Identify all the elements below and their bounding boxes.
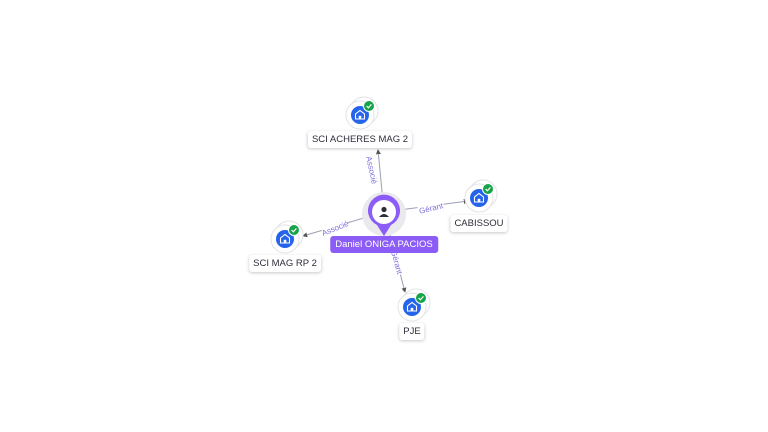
verified-check-icon	[363, 100, 375, 112]
edge-label-bg	[321, 218, 349, 237]
edge-label-bg	[417, 200, 445, 216]
person-icon	[379, 206, 389, 217]
building-icon	[354, 109, 366, 120]
company-node-acheres[interactable]	[345, 96, 379, 130]
company-node-pje[interactable]	[397, 288, 431, 322]
building-icon	[406, 301, 418, 312]
building-icon	[279, 233, 291, 244]
verified-check-icon	[482, 183, 494, 195]
edge-label-cabissou: Gérant	[418, 201, 445, 216]
edge-label-pje: Gérant	[389, 249, 404, 276]
edge-label-acheres: Associé	[364, 155, 379, 185]
company-label-acheres[interactable]: SCI ACHERES MAG 2	[307, 131, 413, 148]
verified-check-icon	[288, 224, 300, 236]
company-label-magrp2[interactable]: SCI MAG RP 2	[249, 255, 321, 272]
company-node-cabissou[interactable]	[464, 179, 498, 213]
edge-label-bg	[365, 156, 380, 184]
edge-label-bg	[389, 248, 406, 276]
company-node-magrp2[interactable]	[270, 220, 304, 254]
person-label[interactable]: Daniel ONIGA PACIOS	[330, 236, 438, 253]
verified-check-icon	[415, 292, 427, 304]
company-label-pje[interactable]: PJE	[399, 323, 425, 340]
building-icon	[473, 192, 485, 203]
company-label-cabissou[interactable]: CABISSOU	[450, 215, 508, 232]
